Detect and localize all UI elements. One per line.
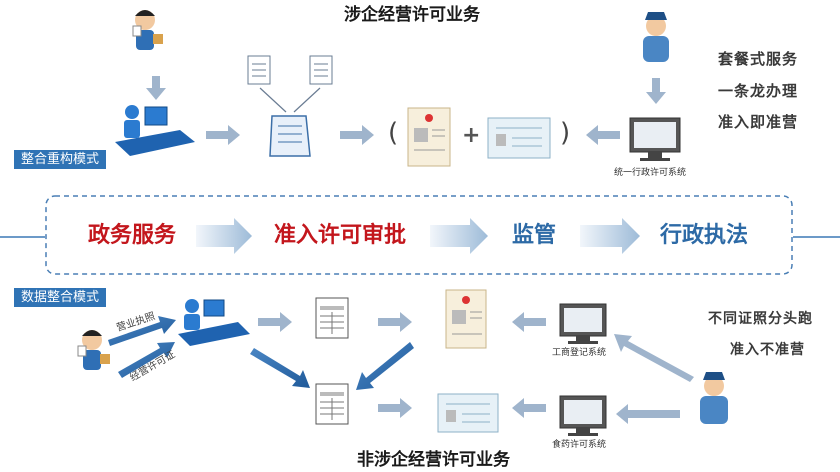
stage-box [45,195,793,275]
merge-line [293,87,321,113]
top-slogan-3: 准入即准营 [718,113,799,131]
arrow-down-left [356,342,414,390]
bottom-slogan-1: 不同证照分头跑 [708,311,813,327]
official-icon [700,372,728,424]
arrow-up-right [118,342,175,378]
arrow-right [340,125,374,145]
arrow-right [378,312,412,332]
business-registration-system-label: 工商登记系统 [552,348,607,358]
merge-line [259,87,287,113]
clerk-desk-icon [178,299,250,346]
plus-sign: + [462,123,481,148]
businessman-icon [77,330,110,370]
stage-law-enforcement: 行政执法 [660,223,749,248]
bottom-title: 非涉企经营许可业务 [357,450,510,470]
arrow-up-left [614,334,694,382]
official-icon [643,12,669,62]
operating-permit-icon [487,117,551,159]
clerk-desk-icon [115,105,195,156]
open-paren: ( [388,118,399,148]
stage-chevron [196,218,252,254]
arrow-right [378,398,412,418]
stage-chevron [580,218,640,254]
arrow-down-right [250,348,310,388]
top-title: 涉企经营许可业务 [344,5,480,25]
stage-license-approval: 准入许可审批 [274,223,407,248]
form-icon [309,55,333,85]
bottom-mode-label: 数据整合模式 [14,288,107,307]
arrow-up-right [108,316,176,346]
stage-chevron [430,218,488,254]
spreadsheet-form-icon [315,383,349,425]
stage-supervision: 监管 [512,223,557,248]
business-license-icon [445,289,487,349]
monitor-icon [559,395,607,436]
top-slogan-1: 套餐式服务 [718,50,799,68]
merged-document-icon [269,115,311,157]
spreadsheet-form-icon [315,297,349,339]
food-drug-system-label: 食药许可系统 [552,440,607,450]
operating-permit-icon [437,393,499,433]
arrow-left [512,398,546,418]
business-license-icon [407,107,451,167]
arrow-left [512,312,546,332]
top-mode-label: 整合重构模式 [14,150,107,169]
form-icon [247,55,271,85]
arrow-down [146,76,166,100]
bottom-slogan-2: 准入不准营 [730,342,805,358]
monitor-icon [559,303,607,344]
arrow-left [586,125,620,145]
close-paren: ) [560,118,571,148]
monitor-icon [629,117,681,161]
arrow-down [646,78,666,104]
stage-government-service: 政务服务 [88,223,177,248]
arrow-left [616,404,680,424]
arrow-right [258,312,292,332]
arrow-right [206,125,240,145]
top-slogan-2: 一条龙办理 [718,82,799,100]
unified-system-label: 统一行政许可系统 [614,168,687,178]
businessman-icon [132,10,163,50]
